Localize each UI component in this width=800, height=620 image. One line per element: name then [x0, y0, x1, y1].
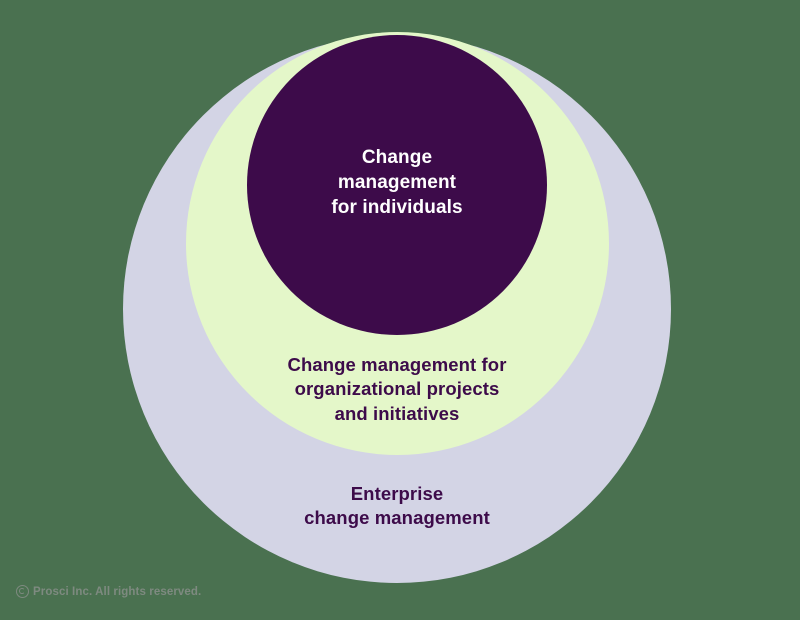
label-enterprise-change-management: Enterprise change management: [304, 483, 490, 529]
label-change-management-for-organizational-projects: Change management for organizational pro…: [287, 354, 507, 424]
label-change-management-for-individuals: Change management for individuals: [331, 147, 463, 219]
footer-copyright-text: Prosci Inc. All rights reserved.: [33, 585, 202, 598]
copyright-icon: [16, 585, 29, 598]
footer-copyright: Prosci Inc. All rights reserved.: [16, 585, 201, 598]
circle-individual-change-management: [247, 35, 547, 335]
